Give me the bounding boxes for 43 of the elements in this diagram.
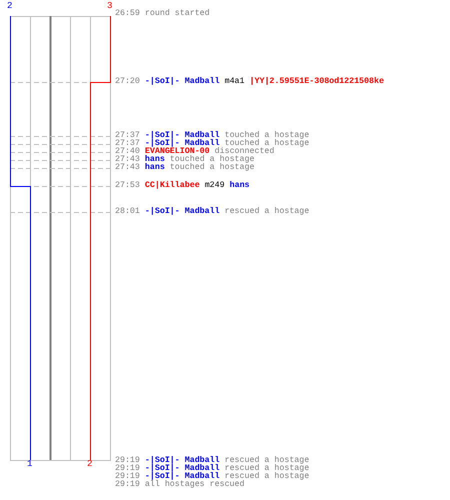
timestamp: 27:37 xyxy=(115,131,140,140)
event-text: rescued a hostage xyxy=(224,207,310,216)
weapon-name: m4a1 xyxy=(224,77,245,86)
timestamp: 27:43 xyxy=(115,155,140,164)
event-text: touched a hostage xyxy=(170,163,254,172)
timestamp: 29:19 xyxy=(115,472,140,481)
event-text: rescued a hostage xyxy=(224,472,310,481)
timestamp: 26:59 xyxy=(115,9,140,18)
timestamp: 27:43 xyxy=(115,163,140,172)
event-text: rescued a hostage xyxy=(224,464,310,473)
timestamp: 29:19 xyxy=(115,480,140,489)
player-name: hans xyxy=(144,155,165,164)
player-name: -|SoI|- Madball xyxy=(144,77,220,86)
event-text: touched a hostage xyxy=(224,131,310,140)
player-name: -|SoI|- Madball xyxy=(144,139,220,148)
event-text: touched a hostage xyxy=(170,155,254,164)
player-name: hans xyxy=(144,163,165,172)
timestamp: 27:37 xyxy=(115,139,140,148)
timestamp: 27:20 xyxy=(115,77,140,86)
player-name: hans xyxy=(230,181,250,190)
event-text: disconnected xyxy=(214,147,274,156)
lane-number: 1 xyxy=(27,460,32,469)
lane-number: 3 xyxy=(107,2,112,11)
event-text: rescued a hostage xyxy=(224,456,310,465)
lane-number: 2 xyxy=(7,2,12,11)
event-text: touched a hostage xyxy=(224,139,310,148)
timestamp: 29:19 xyxy=(115,464,140,473)
event-text: round started xyxy=(144,9,210,18)
player-name: -|SoI|- Madball xyxy=(144,464,220,473)
weapon-name: m249 xyxy=(204,181,225,190)
timestamp: 27:53 xyxy=(115,181,140,190)
player-name: -|SoI|- Madball xyxy=(144,131,220,140)
lane-number: 2 xyxy=(87,460,92,469)
event-text: all hostages rescued xyxy=(144,480,244,489)
timestamp: 27:40 xyxy=(115,147,140,156)
player-name: -|SoI|- Madball xyxy=(144,472,220,481)
player-name: -|SoI|- Madball xyxy=(144,456,220,465)
player-name: CC|Killabee xyxy=(144,181,200,190)
timestamp: 28:01 xyxy=(115,207,140,216)
timestamp: 29:19 xyxy=(115,456,140,465)
player-name: |YY|2.59551E-308od1221508ke xyxy=(250,77,384,86)
player-name: -|SoI|- Madball xyxy=(144,207,220,216)
player-name: EVANGELION-00 xyxy=(144,147,210,156)
